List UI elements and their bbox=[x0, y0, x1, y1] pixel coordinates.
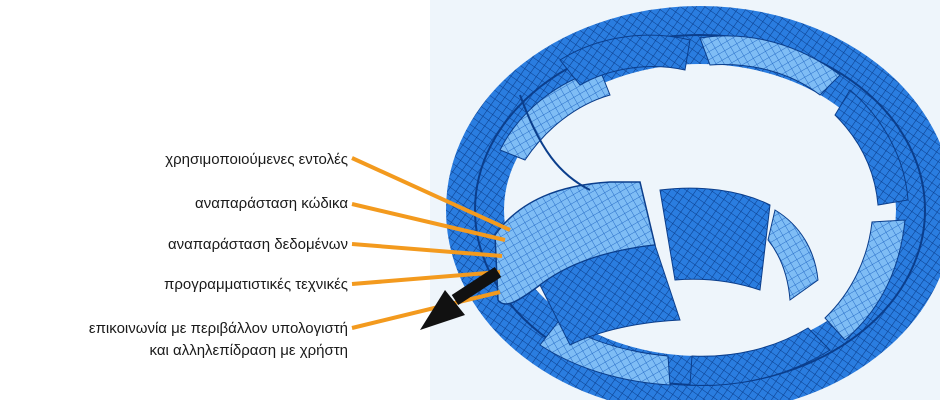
label-text: προγραμματιστικές τεχνικές bbox=[164, 275, 348, 295]
label-commands: χρησιμοποιούμενες εντολές bbox=[165, 150, 348, 170]
label-code-representation: αναπαράσταση κώδικα bbox=[195, 194, 348, 214]
label-programming-techniques: προγραμματιστικές τεχνικές bbox=[164, 275, 348, 295]
label-data-representation: αναπαράσταση δεδομένων bbox=[168, 235, 348, 255]
label-environment-interaction: επικοινωνία με περιβάλλον υπολογιστή και… bbox=[89, 318, 348, 362]
label-text: αναπαράσταση κώδικα bbox=[195, 194, 348, 214]
label-text-line-1: επικοινωνία με περιβάλλον υπολογιστή bbox=[89, 318, 348, 340]
label-text: χρησιμοποιούμενες εντολές bbox=[165, 150, 348, 170]
label-text-line-2: και αλληλεπίδραση με χρήστη bbox=[89, 340, 348, 362]
label-text: αναπαράσταση δεδομένων bbox=[168, 235, 348, 255]
